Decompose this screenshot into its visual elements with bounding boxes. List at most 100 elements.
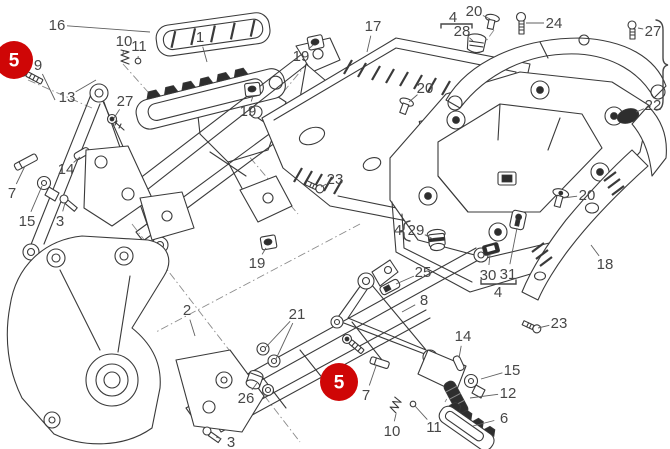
hotspot-badge-5[interactable]: 5 <box>0 41 33 79</box>
callout-15: 15 <box>19 213 36 230</box>
callout-2: 2 <box>183 302 191 319</box>
callout-24: 24 <box>546 15 563 32</box>
leader-line <box>368 365 377 386</box>
callout-23: 23 <box>327 171 344 188</box>
callout-18: 18 <box>597 256 614 273</box>
part-26-bushing <box>245 369 275 397</box>
part-11-ball-top <box>134 57 142 65</box>
highlight-badges: 55 <box>0 41 358 401</box>
part-30-clip <box>482 242 500 256</box>
callout-19: 19 <box>293 48 310 65</box>
part-16-footpeg-pad <box>155 12 271 57</box>
leader-line <box>308 44 314 50</box>
part-11-ball-bottom <box>409 400 417 408</box>
callout-30: 30 <box>480 267 497 284</box>
callout-4: 4 <box>449 9 457 26</box>
callout-23: 23 <box>551 315 568 332</box>
group-30-31-bracket <box>480 279 517 285</box>
leader-line <box>395 275 415 285</box>
leader-line <box>41 73 56 101</box>
part-6-footpeg-serrated <box>438 401 496 449</box>
callout-15: 15 <box>504 362 521 379</box>
leader-line <box>469 393 499 399</box>
leader-line <box>509 227 518 265</box>
leader-line <box>215 436 222 440</box>
part-15-clevis-left <box>36 175 60 202</box>
callout-20: 20 <box>417 80 434 97</box>
leader-line <box>414 405 428 420</box>
callout-11: 11 <box>131 38 147 55</box>
leader-line <box>66 25 151 33</box>
leader-line <box>482 15 491 20</box>
group-braces <box>399 19 669 285</box>
callout-12: 12 <box>500 385 517 402</box>
part-8-footrest-hanger-rear <box>330 259 467 393</box>
leader-line <box>250 95 254 102</box>
callout-4: 4 <box>394 222 402 239</box>
leader-line <box>635 108 644 113</box>
part-10-spring-bottom <box>389 396 402 414</box>
leader-line <box>189 319 196 337</box>
callout-17: 17 <box>365 18 382 35</box>
leader-line <box>590 244 600 257</box>
callout-28: 28 <box>454 23 471 40</box>
callout-19: 19 <box>240 103 257 120</box>
leader-line <box>562 195 578 199</box>
part-5-bolt-center <box>341 333 365 354</box>
part-grab-rail <box>445 34 667 177</box>
part-19-clip-mid <box>244 81 262 98</box>
diagram-line-art <box>6 11 667 449</box>
callout-1: 1 <box>196 29 204 46</box>
leader-line <box>424 234 434 240</box>
callout-3: 3 <box>227 434 235 449</box>
leader-line <box>469 37 474 42</box>
part-3-screw-bottom <box>202 426 222 444</box>
leader-line <box>393 413 397 422</box>
callout-7: 7 <box>362 387 370 404</box>
badge-circle[interactable] <box>320 363 358 401</box>
leader-line <box>15 165 26 185</box>
leader-line <box>472 420 495 427</box>
callout-27: 27 <box>645 23 662 40</box>
part-2-subframe-trellis <box>175 247 489 433</box>
leader-line <box>408 94 418 103</box>
part-frame-bracket-left <box>6 235 170 445</box>
callout-4: 4 <box>494 284 502 301</box>
part-7-pin-bottom <box>369 356 390 369</box>
part-12-footpeg-rubber <box>443 380 469 416</box>
part-20-screw-mid <box>399 97 414 115</box>
callout-10: 10 <box>116 33 133 50</box>
leader-line <box>202 46 208 63</box>
callout-13: 13 <box>59 89 76 106</box>
badge-circle[interactable] <box>0 41 33 79</box>
part-24-screw <box>515 11 527 35</box>
hotspot-badge-5[interactable]: 5 <box>320 363 358 401</box>
badge-number: 5 <box>334 373 345 394</box>
leader-line <box>320 183 327 188</box>
part-19-clip-bottom <box>259 234 278 251</box>
leader-line <box>62 202 66 212</box>
callout-7: 7 <box>8 185 16 202</box>
part-14-pin-right <box>452 355 465 372</box>
callout-8: 8 <box>420 292 428 309</box>
leader-line <box>488 253 491 266</box>
part-20-screw-top <box>484 13 500 30</box>
part-22-rubber-dome <box>616 108 640 124</box>
callout-26: 26 <box>238 390 255 407</box>
leader-line <box>30 185 43 212</box>
group-27-22-brace <box>655 19 669 111</box>
leader-line <box>113 109 120 119</box>
part-21-washers <box>256 342 281 368</box>
callout-29: 29 <box>408 222 425 239</box>
callout-20: 20 <box>466 3 483 20</box>
callout-11: 11 <box>426 419 442 436</box>
callout-20: 20 <box>579 187 596 204</box>
leader-line <box>637 27 644 30</box>
part-3-screw-left <box>59 194 78 212</box>
badge-number: 5 <box>9 51 20 72</box>
part-20-screw-right <box>552 188 570 208</box>
callout-3: 3 <box>56 213 64 230</box>
callout-27: 27 <box>117 93 134 110</box>
callout-21: 21 <box>289 306 306 323</box>
